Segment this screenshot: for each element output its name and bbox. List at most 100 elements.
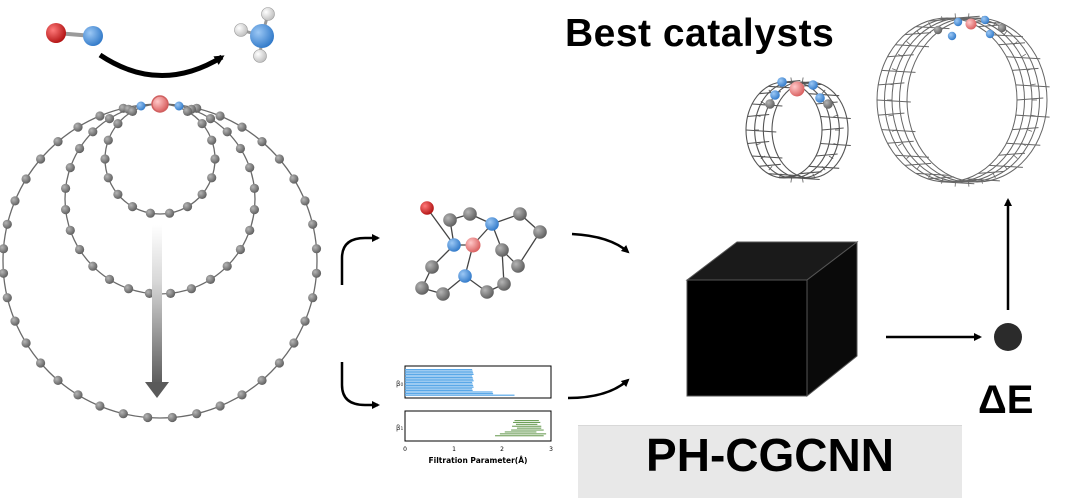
carbon-node [497,277,511,291]
carbon-atom [274,358,284,368]
arrow-barcode-to-cube [567,378,630,400]
barcode-bars-b1 [495,420,547,437]
barcode-bar [405,372,474,374]
carbon-atom [21,174,31,184]
barcode-bar [495,435,544,437]
barcode-bars-b0 [405,369,515,396]
barcode-bar [504,431,537,433]
barcode-bar [405,381,473,383]
carbon-node [443,213,457,227]
carbon-atom [75,143,85,154]
carbon-atom [245,163,255,173]
carbon-atom [127,106,138,116]
carbon-atom [61,205,71,215]
carbon-atom [215,401,225,411]
carbon-atom [103,173,113,183]
carbon-atom [95,111,105,121]
barcode-bar [499,433,547,435]
barcode-tick-0: 0 [403,446,407,453]
carbon-atom [10,196,20,206]
barcode-tick-2: 2 [500,446,504,453]
small-tube-active-site [765,77,833,109]
carbon-atom [73,390,83,400]
nitrogen-node [447,238,461,252]
nitrogen-node [458,269,472,283]
barcode-bar [516,427,542,429]
nanotube-rings [0,95,322,423]
carbon-atom [237,122,247,132]
barcode-bar [405,373,474,375]
barcode-bar [405,377,473,379]
metal-node [465,237,481,253]
carbon-atom [61,183,71,193]
carbon-atom [118,409,128,419]
branch-arrow-lower [340,362,380,409]
carbon-atom [257,375,267,385]
carbon-atom [53,375,63,385]
carbon-atom [36,154,46,164]
carbon-atom [222,261,232,271]
arrow-graph-to-cube [571,232,630,254]
active-site [136,95,184,113]
barcode-bar [405,383,473,385]
local-graph-structure [415,201,547,301]
carbon-atom [104,114,115,124]
carbon-atom [235,143,245,154]
carbon-atom [104,274,115,284]
carbon-atom [53,137,63,147]
carbon-atom [182,106,193,116]
barcode-bar [405,378,474,380]
barcode-tick-1: 1 [452,446,456,453]
barcode-bar [405,386,474,388]
barcode-row2-label: β₁ [396,424,403,432]
carbon-atom [145,208,155,218]
carbon-atom [65,225,75,235]
carbon-atom [289,338,299,348]
carbon-atom [21,338,31,348]
carbon-atom [2,293,12,303]
size-gradient-arrow [145,225,169,398]
barcode-bar [405,389,473,391]
carbon-atom [207,135,217,145]
no-molecule [46,23,103,46]
carbon-atom [144,288,154,298]
barcode-bar [511,429,544,431]
carbon-atom [0,268,9,278]
barcode-bar [405,385,474,387]
barcode-xlabel: Filtration Parameter(Å) [429,456,528,465]
persistence-barcode: β₀ β₁ 0 1 2 3 Filtration Parameter(Å) [396,365,553,465]
nitrogen-node [485,217,499,231]
carbon-atom [103,135,113,145]
carbon-atom [311,268,322,278]
carbon-atom [88,127,98,137]
carbon-node [533,225,547,239]
branch-arrow-upper [340,234,380,285]
carbon-atom [124,284,134,294]
carbon-atom [249,205,259,215]
carbon-node [425,260,439,274]
carbon-atom [88,261,98,271]
barcode-row1-label: β₀ [396,380,403,388]
carbon-atom [143,412,153,423]
carbon-node [511,259,525,273]
carbon-atom [237,390,247,400]
barcode-tick-3: 3 [549,446,553,453]
carbon-atom [166,288,176,298]
carbon-atom [210,154,220,164]
carbon-node [415,281,429,295]
carbon-atom [75,244,85,255]
carbon-atom [245,225,255,235]
carbon-node [463,207,477,221]
carbon-node [480,285,494,299]
oxygen-node [420,201,434,215]
carbon-atom [197,189,207,199]
carbon-atom [167,412,177,423]
nh3-molecule [234,7,275,63]
carbon-node [495,243,509,257]
carbon-atom [257,137,267,147]
best-catalysts-title: Best catalysts [565,12,835,55]
carbon-atom [127,202,138,212]
carbon-atom [113,119,123,129]
barcode-bar [513,421,541,423]
ring-1 [61,103,259,298]
